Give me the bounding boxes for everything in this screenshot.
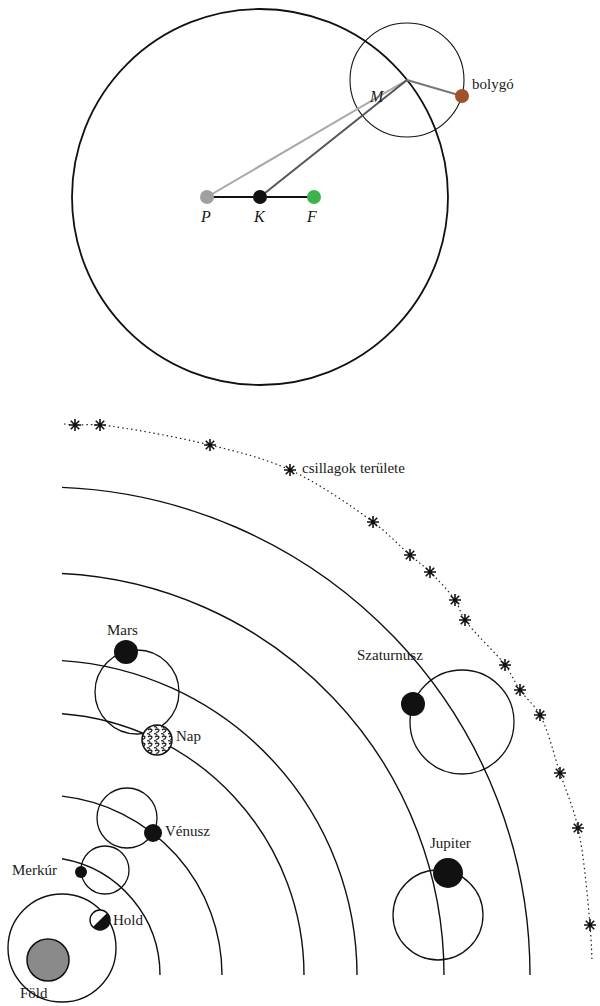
jupiter-planet — [433, 858, 463, 888]
sun — [142, 725, 172, 755]
star-symbol — [367, 516, 379, 528]
moon-shadow — [93, 913, 110, 930]
planet-label: Nap — [176, 728, 201, 745]
earth — [27, 939, 69, 981]
planet-label: Föld — [20, 985, 48, 1002]
saturn-planet — [401, 692, 425, 716]
star-symbol — [499, 659, 511, 671]
star-symbol — [284, 464, 296, 476]
center-dot — [253, 190, 267, 204]
planet-dot — [455, 89, 469, 103]
deferent-circle — [72, 9, 448, 385]
orbit-arc — [62, 487, 530, 975]
planet-label: Jupiter — [430, 835, 471, 852]
star-symbol — [449, 594, 461, 606]
geocentric-figure — [8, 419, 596, 1002]
star-symbol — [514, 684, 526, 696]
star-symbol — [572, 822, 584, 834]
equant-line — [207, 80, 407, 197]
point-label: F — [307, 208, 317, 226]
region-label: csillagok területe — [302, 460, 405, 477]
planet-label: Vénusz — [165, 823, 210, 840]
star-symbol — [554, 767, 566, 779]
point-label: M — [370, 88, 383, 106]
star-symbol — [424, 566, 436, 578]
planet-label: Mars — [107, 622, 138, 639]
planet-label: bolygó — [472, 76, 514, 93]
venus-planet — [144, 824, 162, 842]
epicycle-circle — [95, 650, 179, 734]
epicycle-figure — [72, 9, 469, 385]
orbit-arc — [62, 661, 357, 975]
center-line — [260, 80, 407, 197]
star-symbol — [534, 709, 546, 721]
point-label: K — [254, 208, 265, 226]
planet-label: Hold — [113, 912, 143, 929]
star-symbol — [204, 439, 216, 451]
earth-dot — [307, 190, 321, 204]
moon — [90, 910, 110, 930]
mercury-planet — [75, 866, 87, 878]
mars-planet — [114, 640, 138, 664]
epicycle-circle — [350, 23, 464, 137]
orbit-arc — [62, 573, 444, 975]
moon-orbit — [8, 894, 116, 1002]
planet-label: Szaturnusz — [357, 647, 423, 664]
epicycle-circle — [410, 670, 514, 774]
equant-dot — [200, 190, 214, 204]
star-symbol — [459, 614, 471, 626]
epicycle-circle — [81, 846, 129, 894]
star-symbol — [404, 549, 416, 561]
star-symbol — [94, 419, 106, 431]
star-symbol — [584, 919, 596, 931]
point-label: P — [201, 208, 211, 226]
star-symbol — [69, 419, 81, 431]
planet-label: Merkúr — [12, 862, 57, 879]
epicycle-radius — [407, 80, 462, 96]
star-sphere — [64, 424, 592, 960]
